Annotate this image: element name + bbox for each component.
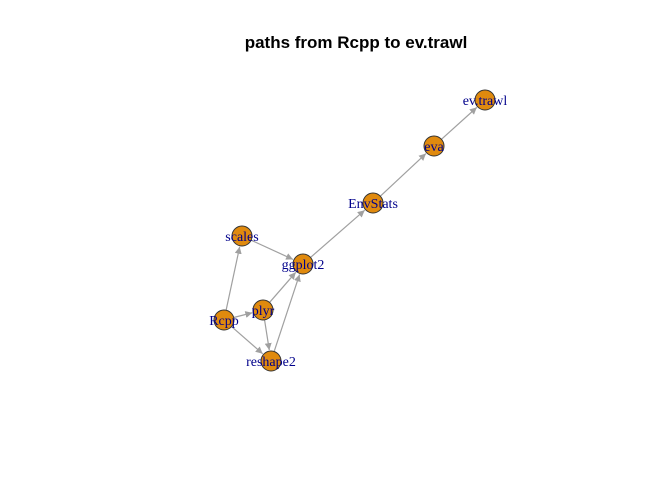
edge-layer bbox=[225, 106, 478, 355]
edge-envstats-to-eva bbox=[379, 153, 427, 197]
diagram-title: paths from Rcpp to ev.trawl bbox=[245, 33, 468, 52]
node-plyr bbox=[252, 299, 274, 321]
node-reshape2 bbox=[260, 350, 282, 372]
node-rcpp bbox=[213, 309, 235, 331]
node-envstats bbox=[362, 192, 384, 214]
node-eva bbox=[423, 135, 445, 157]
edge-rcpp-to-plyr bbox=[233, 311, 253, 319]
edge-plyr-to-ggplot2 bbox=[269, 271, 297, 303]
edge-plyr-to-reshape2 bbox=[263, 319, 272, 351]
node-scales bbox=[231, 225, 253, 247]
edge-rcpp-to-reshape2 bbox=[231, 326, 264, 355]
node-ggplot2 bbox=[292, 253, 314, 275]
node-layer bbox=[213, 89, 496, 372]
edge-rcpp-to-scales bbox=[225, 246, 242, 311]
label-layer: Rcpp scales plyr reshape2 ggplot2 EnvStats eva… bbox=[209, 94, 507, 370]
edge-eva-to-ev-trawl bbox=[441, 106, 478, 140]
node-label-scales: scales bbox=[225, 230, 258, 245]
edge-reshape2-to-ggplot2 bbox=[273, 274, 301, 352]
node-label-ggplot2: ggplot2 bbox=[282, 258, 325, 273]
node-label-rcpp: Rcpp bbox=[209, 314, 239, 329]
edge-ggplot2-to-envstats bbox=[310, 209, 366, 258]
node-label-eva: eva bbox=[424, 140, 444, 155]
node-ev-trawl bbox=[474, 89, 496, 111]
node-label-envstats: EnvStats bbox=[348, 197, 398, 212]
node-label-ev-trawl: ev.trawl bbox=[463, 94, 508, 109]
node-label-plyr: plyr bbox=[252, 304, 275, 319]
edge-scales-to-ggplot2 bbox=[250, 239, 294, 260]
node-label-reshape2: reshape2 bbox=[246, 355, 296, 370]
